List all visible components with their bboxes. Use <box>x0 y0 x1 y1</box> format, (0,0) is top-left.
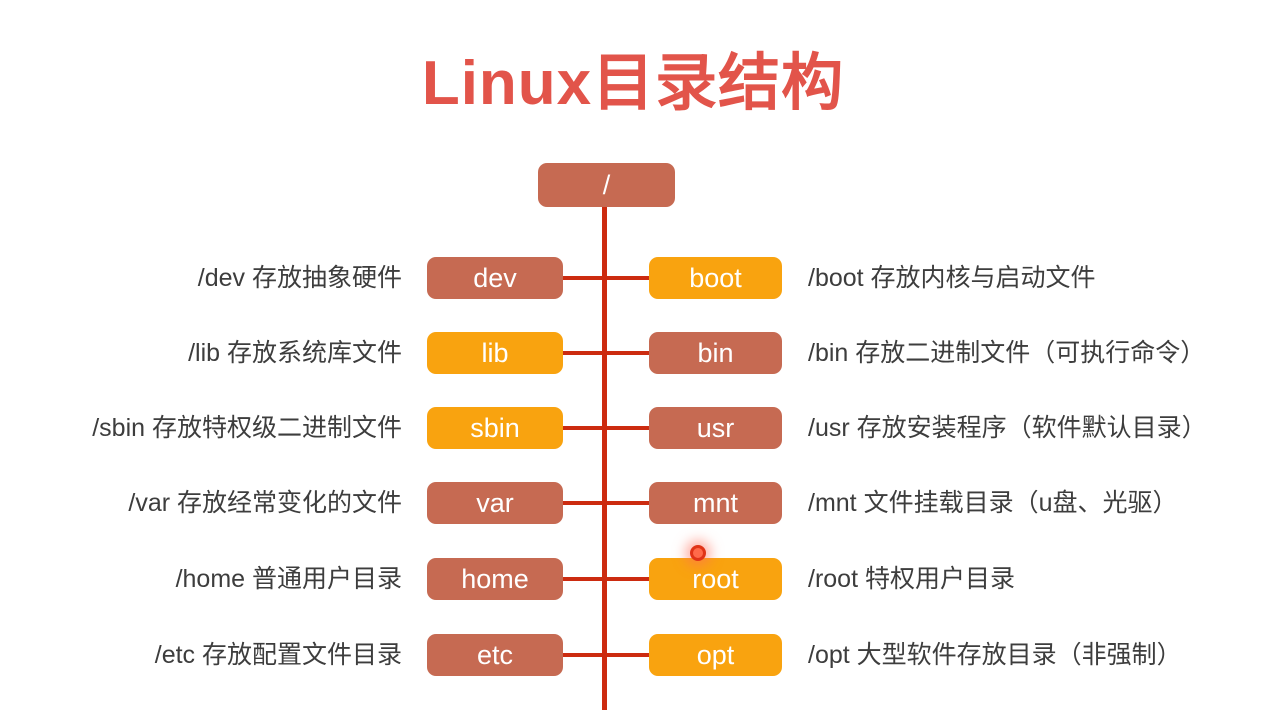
label-lib: /lib 存放系统库文件 <box>188 339 402 367</box>
tree-row-etc-opt: /etc 存放配置文件目录 etc opt /opt 大型软件存放目录（非强制） <box>0 634 1266 676</box>
node-usr: usr <box>649 407 782 449</box>
tree-row-var-mnt: /var 存放经常变化的文件 var mnt /mnt 文件挂载目录（u盘、光驱… <box>0 482 1266 524</box>
label-bin: /bin 存放二进制文件（可执行命令） <box>808 339 1206 367</box>
label-usr: /usr 存放安装程序（软件默认目录） <box>808 414 1207 442</box>
node-root-dir: root <box>649 558 782 600</box>
tree-row-dev-boot: /dev 存放抽象硬件 dev boot /boot 存放内核与启动文件 <box>0 257 1266 299</box>
tree-row-sbin-usr: /sbin 存放特权级二进制文件 sbin usr /usr 存放安装程序（软件… <box>0 407 1266 449</box>
tree-row-home-root: /home 普通用户目录 home root /root 特权用户目录 <box>0 558 1266 600</box>
label-sbin: /sbin 存放特权级二进制文件 <box>92 414 402 442</box>
label-boot: /boot 存放内核与启动文件 <box>808 264 1096 292</box>
node-var: var <box>427 482 563 524</box>
node-boot: boot <box>649 257 782 299</box>
node-bin: bin <box>649 332 782 374</box>
node-mnt: mnt <box>649 482 782 524</box>
page-title: Linux目录结构 <box>421 49 845 118</box>
label-home: /home 普通用户目录 <box>175 565 402 593</box>
label-opt: /opt 大型软件存放目录（非强制） <box>808 641 1182 669</box>
tree-row-lib-bin: /lib 存放系统库文件 lib bin /bin 存放二进制文件（可执行命令） <box>0 332 1266 374</box>
node-opt: opt <box>649 634 782 676</box>
label-mnt: /mnt 文件挂载目录（u盘、光驱） <box>808 489 1178 517</box>
node-dev: dev <box>427 257 563 299</box>
label-root-dir: /root 特权用户目录 <box>808 565 1015 593</box>
connector-line <box>561 426 651 430</box>
tree-trunk-line <box>602 205 607 710</box>
connector-line <box>561 276 651 280</box>
connector-line <box>561 577 651 581</box>
node-root: / <box>538 163 675 207</box>
node-sbin: sbin <box>427 407 563 449</box>
node-lib: lib <box>427 332 563 374</box>
node-etc: etc <box>427 634 563 676</box>
label-dev: /dev 存放抽象硬件 <box>197 264 402 292</box>
label-etc: /etc 存放配置文件目录 <box>154 641 402 669</box>
connector-line <box>561 501 651 505</box>
label-var: /var 存放经常变化的文件 <box>128 489 402 517</box>
connector-line <box>561 351 651 355</box>
connector-line <box>561 653 651 657</box>
laser-pointer-dot <box>690 545 706 561</box>
node-home: home <box>427 558 563 600</box>
